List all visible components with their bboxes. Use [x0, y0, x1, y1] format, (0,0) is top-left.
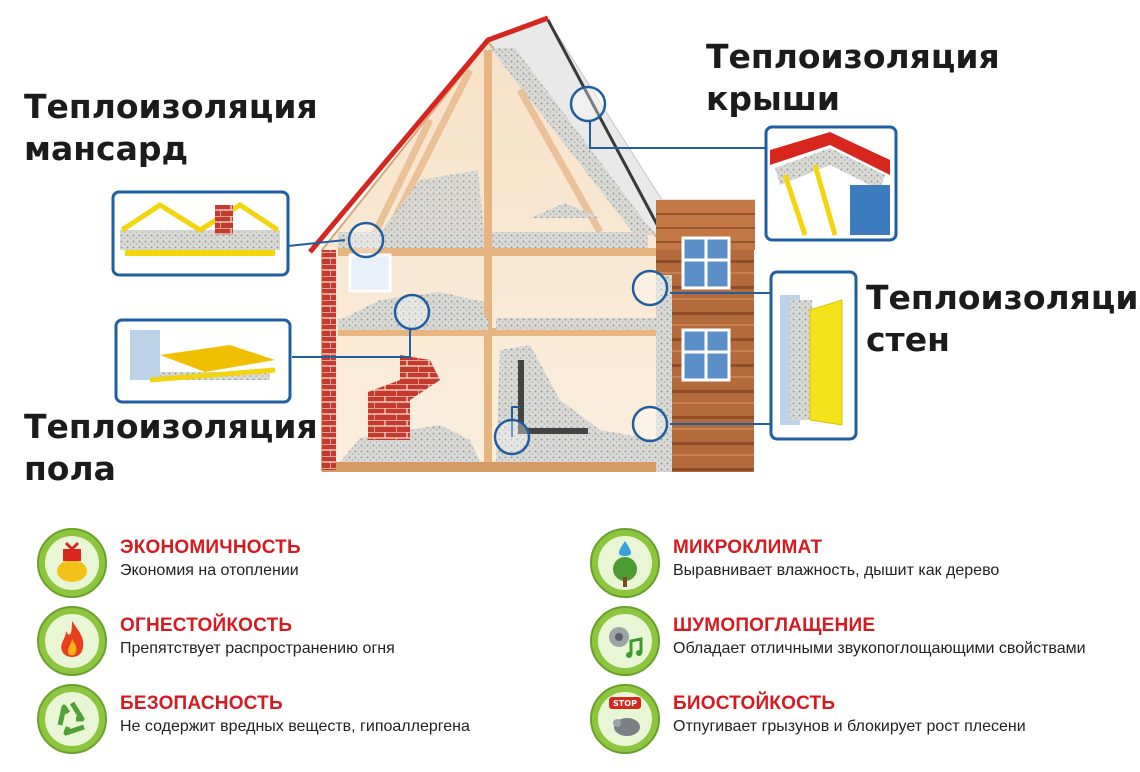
left-brick-wall — [322, 250, 336, 470]
feature-description: Препятствует распространению огня — [120, 640, 395, 657]
feature-title: ШУМОПОГЛАЩЕНИЕ — [673, 615, 876, 636]
heading-floor-line1: Теплоизоляция — [24, 407, 318, 446]
feature-description: Обладает отличными звукопоглощающими сво… — [673, 640, 1086, 657]
heading-walls-insulation: Теплоизоляция стен — [866, 277, 1140, 361]
wall-insulation — [656, 275, 672, 472]
house-insulation-diagram — [111, 15, 898, 472]
heading-roof-line2: крыши — [706, 79, 841, 118]
tree-droplet-icon — [590, 528, 660, 598]
detail-box-floor — [114, 318, 292, 404]
recycle-icon — [37, 684, 107, 754]
feature-title: БЕЗОПАСНОСТЬ — [120, 693, 283, 714]
detail-box-walls — [769, 270, 858, 441]
feature-description: Экономия на отоплении — [120, 562, 299, 579]
feature-fire-resistance: ОГНЕСТОЙКОСТЬ Препятствует распространен… — [36, 605, 556, 677]
heading-walls-line2: стен — [866, 320, 950, 359]
magnifier-attic — [347, 221, 385, 259]
feature-microclimate: МИКРОКЛИМАТ Выравнивает влажность, дышит… — [589, 527, 1109, 599]
heading-floor-line2: пола — [24, 449, 116, 488]
feature-sound-absorption: ШУМОПОГЛАЩЕНИЕ Обладает отличными звукоп… — [589, 605, 1109, 677]
heading-roof-line1: Теплоизоляция — [706, 37, 1000, 76]
feature-economy: ЭКОНОМИЧНОСТЬ Экономия на отоплении — [36, 527, 556, 599]
heading-roof-insulation: Теплоизоляция крыши — [706, 36, 1000, 120]
stop-mouse-icon: STOP — [590, 684, 660, 754]
feature-title: ЭКОНОМИЧНОСТЬ — [120, 537, 301, 558]
heading-attic-insulation: Теплоизоляция мансард — [24, 86, 318, 170]
magnifier-floor-lower — [493, 418, 531, 456]
speaker-note-icon — [590, 606, 660, 676]
magnifier-roof — [569, 85, 607, 123]
window-attic — [348, 253, 392, 293]
heading-attic-line1: Теплоизоляция — [24, 87, 318, 126]
stop-sign-text: STOP — [613, 699, 637, 708]
feature-description: Не содержит вредных веществ, гипоаллерге… — [120, 718, 470, 735]
feature-title: МИКРОКЛИМАТ — [673, 537, 823, 558]
heading-walls-line1: Теплоизоляция — [866, 278, 1140, 317]
feature-bio-resistance: STOP БИОСТОЙКОСТЬ Отпугивает грызунов и … — [589, 683, 1109, 755]
attic-floor-insulation — [338, 232, 648, 248]
magnifier-wall-lower — [631, 405, 669, 443]
feature-safety: БЕЗОПАСНОСТЬ Не содержит вредных веществ… — [36, 683, 556, 755]
feature-title: БИОСТОЙКОСТЬ — [673, 693, 836, 714]
detail-box-attic — [111, 190, 290, 277]
feature-title: ОГНЕСТОЙКОСТЬ — [120, 615, 293, 636]
heading-floor-insulation: Теплоизоляция пола — [24, 406, 318, 490]
flame-icon — [37, 606, 107, 676]
detail-box-roof — [764, 125, 898, 242]
magnifier-floor-upper — [393, 293, 431, 331]
heading-attic-line2: мансард — [24, 129, 189, 168]
ground-floor-insulation — [340, 425, 480, 462]
interfloor-insulation — [338, 318, 488, 330]
feature-description: Отпугивает грызунов и блокирует рост пле… — [673, 718, 1026, 735]
roof-red-trim — [308, 15, 549, 254]
piggy-bank-gift-icon — [37, 528, 107, 598]
feature-description: Выравнивает влажность, дышит как дерево — [673, 562, 1000, 579]
window-upper — [681, 236, 731, 290]
magnifier-wall-upper — [631, 269, 669, 307]
window-lower — [681, 328, 731, 382]
roof-insulation — [490, 48, 655, 235]
brick-chimney — [368, 355, 440, 440]
